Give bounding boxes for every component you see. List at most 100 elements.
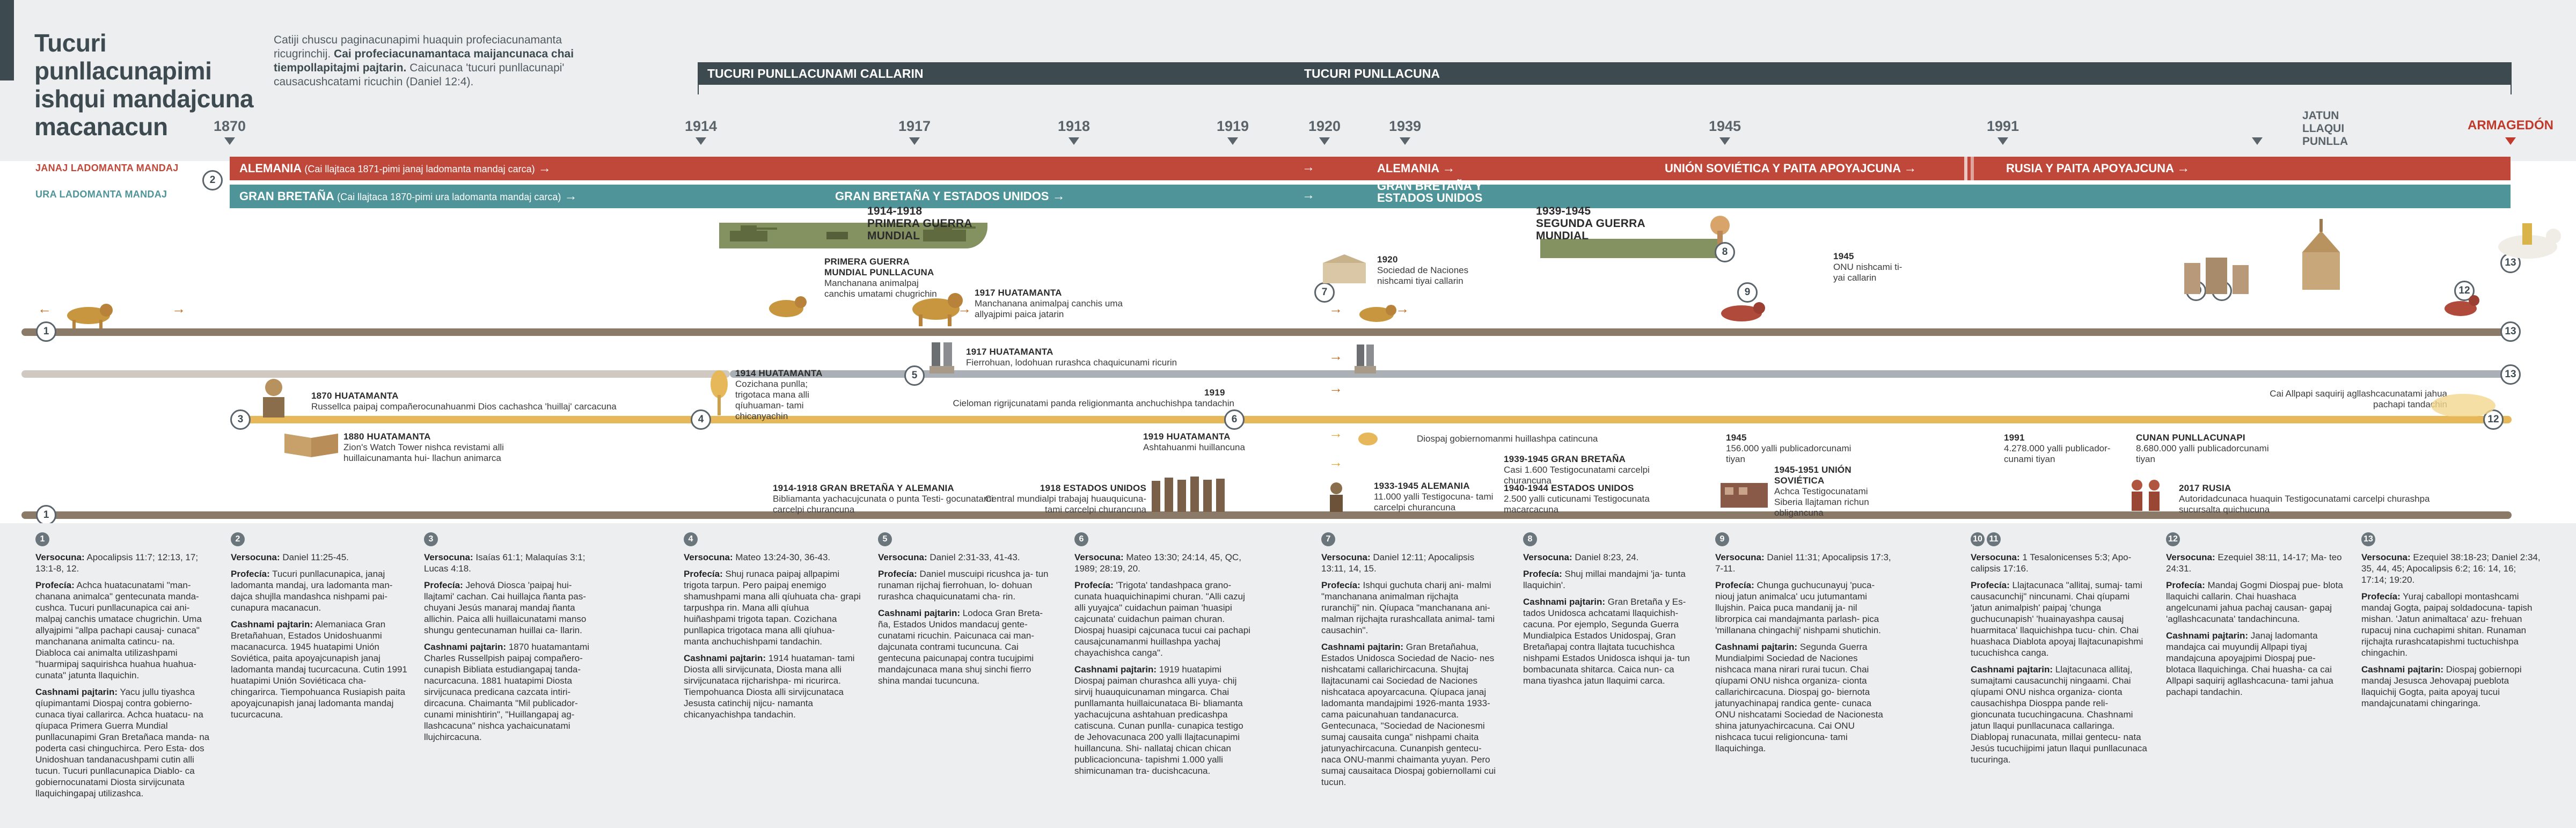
person-icon bbox=[263, 379, 284, 417]
year-marker bbox=[1400, 137, 1410, 145]
event-1919: Cieloman rigrijcunatami panda religionma… bbox=[953, 398, 1235, 408]
marker-6: 6 bbox=[1224, 409, 1245, 430]
marker-9: 9 bbox=[1737, 282, 1758, 303]
track-animal bbox=[21, 328, 2512, 336]
event-fin: Cai Allpapi saquirij agllashcacunatami j… bbox=[2270, 389, 2447, 409]
year-marker bbox=[2252, 137, 2263, 145]
year-1991: 1991 bbox=[1986, 118, 2019, 134]
band-gran-eeuu: GRAN BRETAÑA Y ESTADOS UNIDOS → bbox=[835, 189, 1065, 203]
tank-icon bbox=[730, 224, 976, 241]
wheat-icon bbox=[1358, 433, 1378, 445]
band-alemania-2: ALEMANIA → bbox=[1377, 161, 1455, 175]
marker-13: 13 bbox=[2500, 321, 2521, 342]
period-tick bbox=[698, 85, 699, 94]
note-2: 2 Versocuna: Daniel 11:25-45. Profecía: … bbox=[231, 532, 408, 726]
period-tick bbox=[2511, 85, 2512, 94]
year-marker bbox=[1069, 137, 1079, 145]
beast-icon bbox=[1359, 305, 1396, 322]
title-accent bbox=[0, 0, 14, 80]
beast-icon bbox=[769, 296, 807, 317]
label-ura: URA LADOMANTA MANDAJ bbox=[35, 189, 167, 200]
beast-icon bbox=[1721, 302, 1765, 321]
beast-icon bbox=[67, 304, 113, 328]
marker-5: 5 bbox=[904, 365, 925, 386]
marker-12: 12 bbox=[2483, 409, 2504, 430]
ww2-ground bbox=[1540, 239, 1723, 258]
note-5: 5 Versocuna: Daniel 2:31-33, 41-43. Prof… bbox=[878, 532, 1055, 692]
arrow-right-icon: → bbox=[1329, 348, 1343, 364]
page-title: Tucuri punllacunapimi ishqui mandajcuna … bbox=[34, 29, 254, 141]
arrow-right-icon: → bbox=[1329, 425, 1343, 441]
label-janaj: JANAJ LADOMANTA MANDAJ bbox=[35, 163, 179, 173]
note-13: 13 Versocuna: Ezequiel 38:18-23; Daniel … bbox=[2361, 532, 2544, 714]
track-worship bbox=[21, 370, 730, 378]
year-marker bbox=[1997, 137, 2008, 145]
note-4: 4 Versocuna: Mateo 13:24-30, 36-43. Prof… bbox=[684, 532, 861, 726]
person-icon bbox=[1330, 482, 1343, 512]
arrow-right-icon: → bbox=[172, 301, 186, 317]
note-6: 6 Versocuna: Mateo 13:30; 24:14, 45, QC,… bbox=[1074, 532, 1252, 782]
arrow-right-icon: → bbox=[1329, 380, 1343, 396]
train-icon bbox=[1721, 483, 1768, 508]
people-icon bbox=[2132, 480, 2160, 511]
period-callarin: TUCURI PUNLLACUNAMI CALLARIN bbox=[698, 62, 1288, 85]
prisoners-icon bbox=[1152, 477, 1225, 512]
light-icon bbox=[2431, 394, 2496, 416]
note-3: 3 Versocuna: Isaías 61:1; Malaquías 3:1;… bbox=[424, 532, 601, 748]
beast-icon bbox=[912, 293, 963, 326]
track-feet bbox=[730, 370, 2512, 378]
year-marker bbox=[696, 137, 706, 145]
band-janaj bbox=[230, 157, 2511, 180]
year-1945: 1945 bbox=[1708, 118, 1741, 134]
year-1914: 1914 bbox=[684, 118, 718, 134]
marker-2: 2 bbox=[202, 170, 223, 190]
rider-icon bbox=[2498, 223, 2561, 259]
band-divider bbox=[1964, 157, 1967, 208]
year-marker bbox=[2505, 137, 2516, 145]
book-icon bbox=[284, 434, 338, 457]
band-ura bbox=[230, 185, 2511, 208]
intro-text: Catiji chuscu paginacunapimi huaquin pro… bbox=[274, 34, 574, 88]
year-jatun-llaqui: JATUN LLAQUI PUNLLA bbox=[2302, 109, 2348, 148]
marker-13: 13 bbox=[2500, 364, 2521, 385]
year-marker bbox=[224, 137, 235, 145]
band-urss: UNIÓN SOVIÉTICA Y PAITA APOYAJCUNA → bbox=[1665, 161, 1917, 175]
year-marker bbox=[1227, 137, 1238, 145]
event-diospaj: Diospaj gobiernomanmi huillashpa catincu… bbox=[1417, 434, 1598, 444]
marker-3: 3 bbox=[230, 409, 251, 430]
explosion-icon bbox=[1710, 216, 1730, 246]
year-1939: 1939 bbox=[1388, 118, 1422, 134]
year-1918: 1918 bbox=[1057, 118, 1091, 134]
year-1919: 1919 bbox=[1216, 118, 1249, 134]
track-gold bbox=[236, 416, 2512, 423]
event-1919-head: 1919 bbox=[1204, 387, 1225, 398]
band-rusia: RUSIA Y PAITA APOYAJCUNA → bbox=[2006, 161, 2190, 175]
arrow-right-icon: → bbox=[1395, 301, 1409, 317]
arrow-icon: → bbox=[1302, 188, 1315, 202]
marker-1: 1 bbox=[36, 505, 56, 525]
year-armagedon: ARMAGEDÓN bbox=[2468, 118, 2553, 133]
note-9: 9 Versocuna: Daniel 11:31; Apocalipsis 1… bbox=[1715, 532, 1892, 759]
arrow-right-icon: → bbox=[1329, 301, 1343, 317]
year-marker bbox=[909, 137, 920, 145]
period-punllacuna-label: TUCURI PUNLLACUNA bbox=[1304, 67, 1440, 80]
feet-icon bbox=[930, 342, 954, 373]
band-gran-bretana: GRAN BRETAÑA (Cai llajtaca 1870-pimi ura… bbox=[239, 189, 577, 203]
